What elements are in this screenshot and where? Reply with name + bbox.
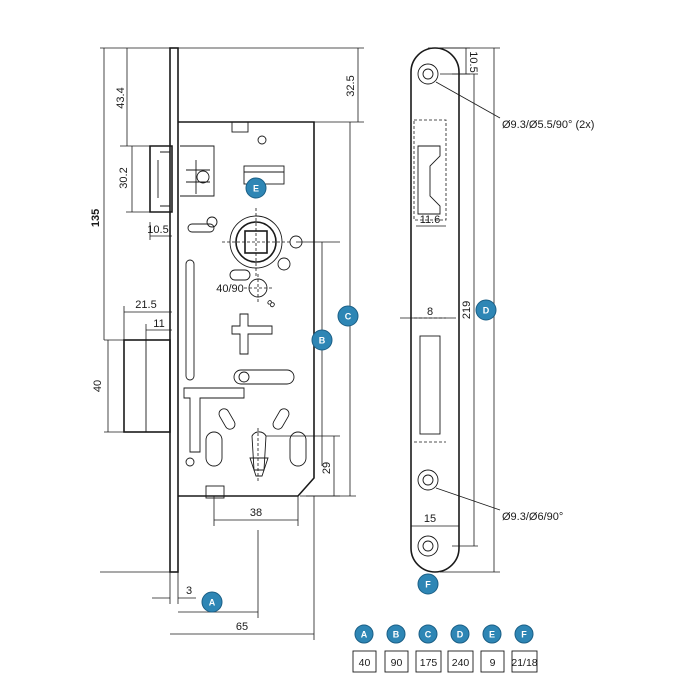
- dim-latch-throw: 10.5: [147, 224, 168, 236]
- svg-text:A: A: [361, 630, 368, 640]
- dim-faceplate-top: 32.5: [345, 75, 357, 96]
- dim-deadbolt-offset: 21.5: [135, 299, 156, 311]
- badge-e: E: [245, 177, 267, 199]
- dim-deadbolt-height: 40: [92, 380, 104, 392]
- svg-text:D: D: [457, 630, 464, 640]
- dim-body-width: 65: [236, 621, 248, 633]
- badge-b: B: [311, 329, 333, 351]
- case-outline: [178, 121, 315, 497]
- svg-text:B: B: [319, 336, 326, 346]
- badge-d: D: [475, 299, 497, 321]
- dim-deadbolt-throw: 11: [153, 318, 164, 330]
- right-dimension-lines: [178, 47, 364, 497]
- dim-strike-width-inner: 8: [427, 306, 433, 318]
- strike-plate: [400, 47, 501, 573]
- left-dimension-lines: [100, 47, 176, 573]
- bottom-dimension-lines: [152, 496, 315, 640]
- svg-text:D: D: [483, 306, 490, 316]
- dim-latch-height: 30.2: [118, 167, 130, 188]
- svg-text:E: E: [253, 184, 259, 194]
- dim-strike-width: 15: [424, 513, 436, 525]
- variants-table: A 40 B 90 C 175 D 240 E 9: [352, 624, 538, 673]
- badge-c: C: [337, 305, 359, 327]
- deadbolt: [123, 339, 171, 433]
- svg-text:A: A: [209, 598, 216, 608]
- faceplate: [169, 47, 179, 573]
- badge-f: F: [417, 573, 439, 595]
- dim-strike-hole-top: Ø9.3/Ø5.5/90° (2x): [502, 119, 594, 131]
- svg-text:240: 240: [452, 657, 470, 669]
- svg-text:9: 9: [490, 657, 496, 669]
- badge-a: A: [201, 591, 223, 613]
- dim-cyl-distance: 29: [321, 462, 333, 474]
- variant-b: B 90: [384, 624, 409, 673]
- svg-text:B: B: [393, 630, 400, 640]
- svg-text:E: E: [489, 630, 495, 640]
- follower-hub: [235, 221, 277, 263]
- dim-strike-hole-bottom: Ø9.3/Ø6/90°: [502, 511, 563, 523]
- dim-screw-spacing: 38: [250, 507, 262, 519]
- svg-text:C: C: [425, 630, 432, 640]
- dim-total-height: 135: [90, 209, 102, 227]
- dim-strike-window: 11.6: [420, 214, 441, 226]
- svg-text:C: C: [345, 312, 352, 322]
- variant-c: C 175: [415, 624, 442, 673]
- dim-strike-length: 219: [461, 301, 473, 319]
- svg-text:175: 175: [420, 657, 438, 669]
- svg-text:40: 40: [359, 657, 371, 669]
- dim-strike-top: 10.5: [467, 51, 479, 72]
- variant-e: E 9: [480, 624, 505, 673]
- dim-faceplate-thickness: 3: [186, 585, 192, 597]
- dim-handle-angle: 40/90: [216, 283, 244, 295]
- latch-bolt: [149, 145, 173, 213]
- svg-text:F: F: [425, 580, 431, 590]
- svg-text:F: F: [521, 630, 527, 640]
- variant-a: A 40: [352, 624, 377, 673]
- svg-text:90: 90: [391, 657, 403, 669]
- svg-text:21/18: 21/18: [511, 657, 537, 669]
- dim-follower: 8: [265, 298, 278, 310]
- dim-top-to-latch: 43.4: [115, 87, 127, 108]
- variant-f: F 21/18: [511, 624, 538, 673]
- variant-d: D 240: [447, 624, 474, 673]
